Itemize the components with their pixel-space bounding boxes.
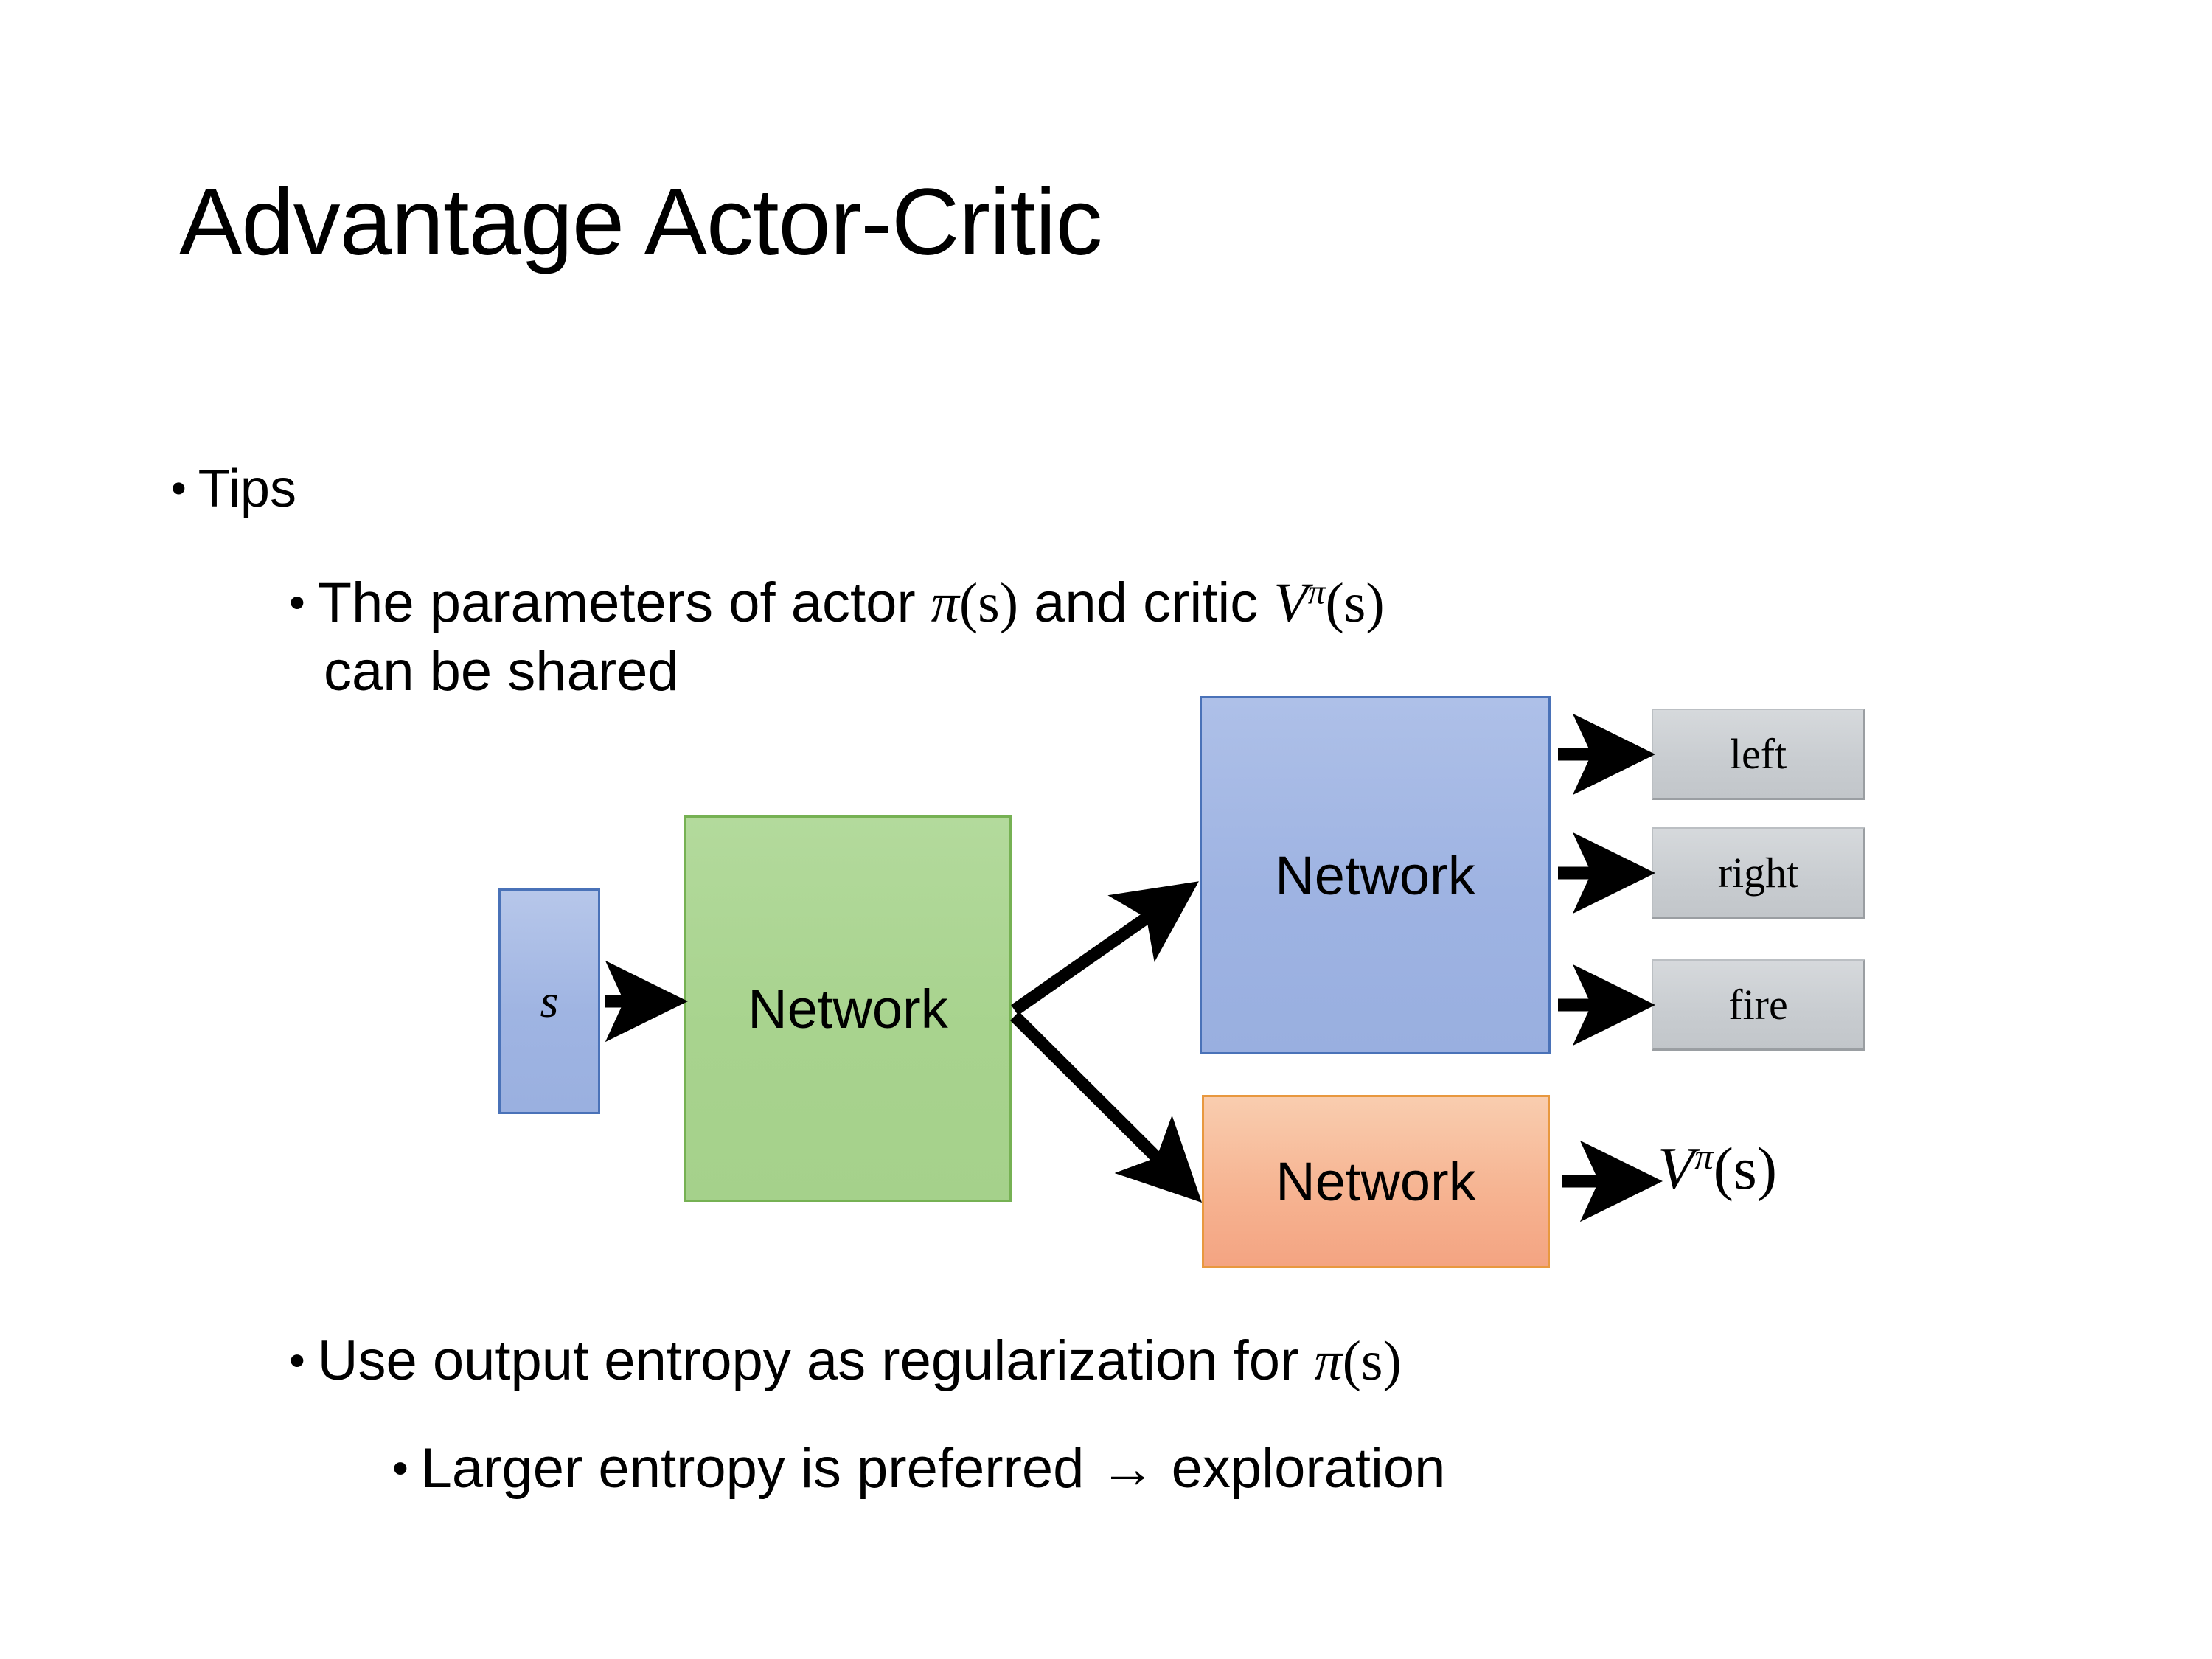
input-state-label: s [540,975,559,1027]
bullet-entropy-text: Use output entropy as regularization for [317,1329,1315,1392]
math-V-superscript-pi: π [1694,1135,1714,1178]
bullet-glyph: • [392,1443,408,1495]
diagram-shared-network-box: Network [684,815,1012,1202]
diagram-output-right: right [1652,827,1865,919]
arrow-shared-to-critic [1010,1011,1203,1203]
shared-network-label: Network [748,978,948,1040]
bullet-larger-entropy: •Larger entropy is preferred → explorati… [392,1435,1445,1503]
diagram-critic-output-value: Vπ(s) [1658,1134,1777,1203]
actor-network-label: Network [1275,844,1475,906]
output-fire-label: fire [1728,981,1788,1029]
bullet-tips: •Tips [171,457,296,522]
bullet-entropy-regularization: •Use output entropy as regularization fo… [289,1327,1402,1396]
diagram-input-state-box: s [498,888,600,1114]
math-pi-argument: (s) [1342,1330,1402,1392]
bullet-tips-label: Tips [198,459,296,518]
bullet-params-text-b: and critic [1018,571,1274,634]
math-pi-symbol: π [931,572,959,634]
bullet-glyph: • [289,577,305,629]
bullet-glyph: • [171,464,187,513]
bullet-larger-text: Larger entropy is preferred → exploratio… [420,1437,1446,1500]
math-V-argument: (s) [1325,572,1385,634]
critic-network-label: Network [1276,1151,1476,1212]
bullet-glyph: • [289,1335,305,1387]
bullet-params-text-a: The parameters of actor [317,571,931,634]
output-left-label: left [1729,730,1787,778]
math-V-symbol: V [1658,1135,1695,1202]
arrow-shared-to-actor [1011,881,1199,1015]
math-pi-symbol: π [1314,1330,1343,1392]
output-right-label: right [1717,849,1799,897]
page-title: Advantage Actor-Critic [179,170,1102,275]
bullet-parameters-shared: •The parameters of actor π(s) and critic… [289,569,2073,706]
diagram-critic-network-box: Network [1202,1095,1550,1268]
math-V-symbol: V [1273,572,1308,634]
math-V-superscript-pi: π [1307,573,1326,612]
diagram-output-left: left [1652,709,1865,800]
bullet-params-line2: can be shared [324,639,679,703]
diagram-output-fire: fire [1652,959,1865,1051]
diagram-actor-network-box: Network [1200,696,1551,1054]
math-V-argument: (s) [1713,1135,1778,1202]
math-pi-argument: (s) [959,572,1019,634]
